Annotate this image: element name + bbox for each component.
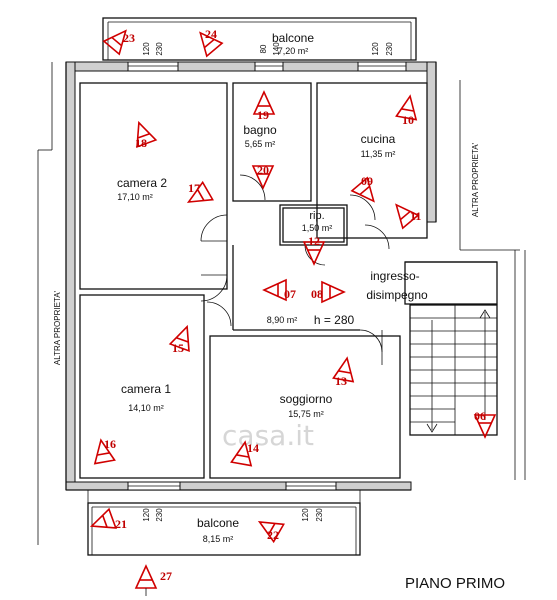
- photo-marker-21: [89, 507, 117, 529]
- photo-marker-16: [93, 438, 116, 465]
- interior-walls: [79, 82, 498, 479]
- photo-marker-27: [134, 564, 158, 589]
- photo-marker-13: [332, 356, 355, 383]
- photo-marker-20: [251, 165, 275, 190]
- height-label: h = 280: [314, 313, 355, 327]
- marker-label-18: 18: [135, 136, 147, 150]
- marker-label-21: 21: [115, 517, 127, 531]
- rip-area: 1,50 m²: [302, 223, 333, 233]
- marker-label-10: 10: [402, 113, 414, 127]
- camera1-name: camera 1: [121, 382, 171, 396]
- watermark: casa.it: [222, 419, 314, 452]
- marker-label-06: 06: [474, 409, 486, 423]
- marker-label-27: 27: [160, 569, 172, 583]
- dim-top-left-1: 120: [142, 42, 151, 56]
- ingresso-area: 8,90 m²: [267, 315, 298, 325]
- photo-marker-06: [473, 414, 497, 439]
- dim-bottom-left-1: 120: [142, 508, 151, 522]
- dim-top-right-2: 230: [385, 42, 394, 56]
- ingresso-name-2: disimpegno: [366, 288, 428, 302]
- marker-label-13: 13: [335, 374, 347, 388]
- photo-marker-08: [321, 280, 346, 304]
- soggiorno-name: soggiorno: [280, 392, 333, 406]
- balcone-top-area: 7,20 m²: [278, 46, 309, 56]
- marker-label-08: 08: [311, 287, 323, 301]
- photo-marker-17: [186, 180, 214, 203]
- photo-marker-12: [302, 241, 326, 266]
- photo-marker-19: [252, 90, 276, 115]
- marker-label-07: 07: [284, 287, 296, 301]
- bagno-area: 5,65 m²: [245, 139, 276, 149]
- photo-marker-24: [199, 31, 224, 58]
- top-balcony-outline: [102, 17, 417, 61]
- photo-marker-23: [102, 29, 127, 56]
- marker-label-17: 17: [188, 181, 200, 195]
- bagno-name: bagno: [243, 123, 277, 137]
- bottom-windows: [127, 481, 337, 491]
- marker-label-12: 12: [308, 234, 320, 248]
- marker-label-24: 24: [205, 27, 217, 41]
- dim-top-bagno-1: 80: [259, 44, 268, 53]
- photo-marker-22: [257, 521, 285, 544]
- dim-bottom-right-1: 120: [301, 508, 310, 522]
- neighbor-left-label: ALTRA PROPRIETA': [53, 290, 62, 365]
- dim-bottom-left-2: 230: [155, 508, 164, 522]
- dim-top-right-1: 120: [371, 42, 380, 56]
- marker-label-23: 23: [123, 31, 135, 45]
- marker-label-09: 09: [361, 174, 373, 188]
- photo-marker-14: [230, 440, 253, 467]
- camera2-area: 17,10 m²: [117, 192, 153, 202]
- marker-label-22: 22: [267, 528, 279, 542]
- staircase: [409, 304, 498, 436]
- cucina-name: cucina: [361, 132, 396, 146]
- photo-markers: 23 24 19 10 18 17 20 09: [89, 27, 497, 596]
- floor-title: PIANO PRIMO: [405, 575, 505, 592]
- balcone-bottom-area: 8,15 m²: [203, 534, 234, 544]
- marker-label-14: 14: [247, 441, 259, 455]
- photo-marker-10: [395, 94, 418, 121]
- photo-marker-18: [136, 120, 158, 148]
- photo-marker-15: [168, 324, 190, 352]
- marker-label-16: 16: [104, 437, 116, 451]
- marker-label-15: 15: [172, 341, 184, 355]
- top-windows: [127, 61, 407, 72]
- dim-top-bagno-2: 140: [272, 42, 281, 56]
- rip-name: rip.: [309, 210, 324, 222]
- camera1-area: 14,10 m²: [128, 403, 164, 413]
- marker-label-20: 20: [257, 163, 269, 177]
- marker-label-11: 11: [410, 209, 421, 223]
- photo-marker-07: [262, 278, 287, 302]
- cucina-area: 11,35 m²: [361, 149, 396, 159]
- photo-marker-09: [350, 176, 375, 203]
- balcone-bottom-name: balcone: [197, 516, 239, 530]
- neighbor-right-label: ALTRA PROPRIETA': [471, 142, 480, 217]
- balcone-top-name: balcone: [272, 31, 314, 45]
- ingresso-name: ingresso-: [370, 269, 419, 283]
- photo-marker-11: [395, 203, 420, 230]
- dim-top-left-2: 230: [155, 42, 164, 56]
- dim-bottom-right-2: 230: [315, 508, 324, 522]
- camera2-name: camera 2: [117, 176, 167, 190]
- exterior-walls: [37, 61, 526, 545]
- marker-label-19: 19: [257, 108, 269, 122]
- soggiorno-area: 15,75 m²: [288, 409, 324, 419]
- bottom-balcony: [87, 490, 361, 556]
